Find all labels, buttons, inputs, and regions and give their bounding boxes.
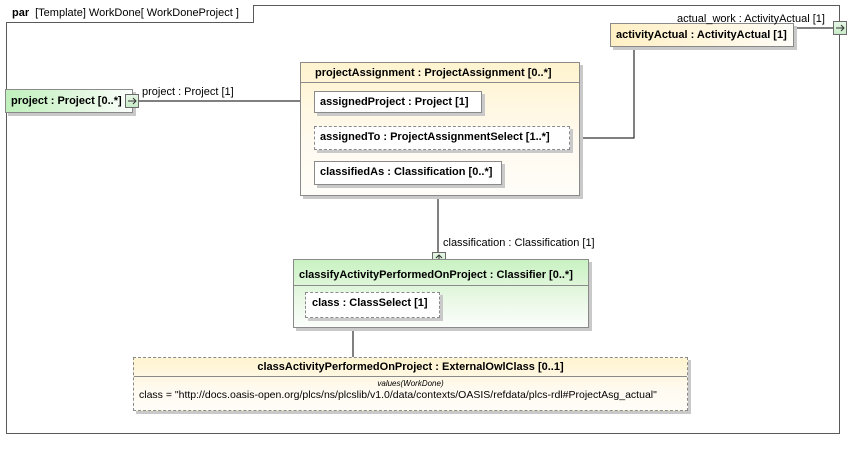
class-property[interactable]: class : ClassSelect [1] bbox=[305, 292, 440, 318]
assigned-to-property[interactable]: assignedTo : ProjectAssignmentSelect [1.… bbox=[314, 126, 570, 150]
classified-as-property[interactable]: classifiedAs : Classification [0..*] bbox=[314, 161, 502, 185]
frame-title: [Template] WorkDone[ WorkDoneProject ] bbox=[35, 7, 239, 19]
compartment-divider bbox=[134, 376, 687, 377]
project-connector-label: project : Project [1] bbox=[142, 86, 234, 98]
external-class-value: class = "http://docs.oasis-open.org/plcs… bbox=[139, 389, 657, 401]
actual-work-port[interactable] bbox=[833, 21, 847, 35]
values-context: (WorkDone) bbox=[400, 379, 444, 388]
project-assignment-title: projectAssignment : ProjectAssignment [0… bbox=[315, 67, 552, 79]
diagram-frame-tab: par [Template] WorkDone[ WorkDoneProject … bbox=[6, 5, 254, 23]
project-part-label: project : Project [0..*] bbox=[11, 95, 122, 107]
port-arrow-icon bbox=[836, 24, 845, 32]
external-class-part[interactable]: classActivityPerformedOnProject : Extern… bbox=[133, 357, 688, 411]
actual-work-port-label: actual_work : ActivityActual [1] bbox=[677, 13, 825, 25]
external-class-title: classActivityPerformedOnProject : Extern… bbox=[257, 361, 564, 373]
project-port[interactable] bbox=[125, 94, 139, 108]
diagram-frame bbox=[6, 5, 840, 434]
classification-connector-label: classification : Classification [1] bbox=[443, 237, 595, 249]
compartment-divider bbox=[294, 285, 588, 286]
classified-as-label: classifiedAs : Classification [0..*] bbox=[320, 166, 493, 178]
values-keyword: values bbox=[377, 379, 401, 388]
project-part[interactable]: project : Project [0..*] bbox=[5, 89, 133, 113]
frame-keyword: par bbox=[12, 7, 30, 19]
assigned-to-label: assignedTo : ProjectAssignmentSelect [1.… bbox=[320, 131, 550, 143]
port-arrow-icon bbox=[128, 97, 137, 105]
activity-actual-part-label: activityActual : ActivityActual [1] bbox=[616, 29, 787, 41]
compartment-divider bbox=[301, 82, 579, 83]
assigned-project-label: assignedProject : Project [1] bbox=[320, 96, 469, 108]
assigned-project-property[interactable]: assignedProject : Project [1] bbox=[314, 91, 482, 113]
activity-actual-part[interactable]: activityActual : ActivityActual [1] bbox=[610, 23, 794, 47]
classifier-title: classifyActivityPerformedOnProject : Cla… bbox=[299, 269, 573, 281]
values-header: values(WorkDone) bbox=[134, 379, 687, 388]
class-property-label: class : ClassSelect [1] bbox=[312, 297, 428, 309]
